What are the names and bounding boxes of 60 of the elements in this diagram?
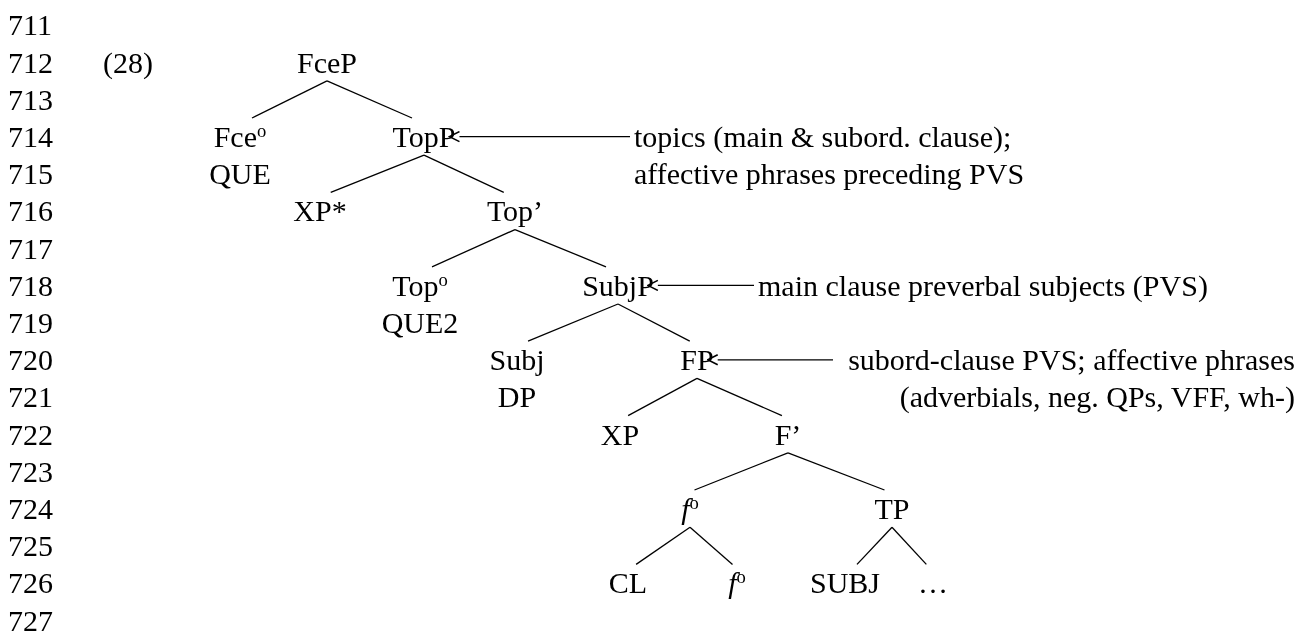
annotation-text: main clause preverbal subjects (PVS) xyxy=(758,267,1209,304)
tree-branch xyxy=(693,452,789,491)
line-number: 719 xyxy=(8,305,53,341)
tree-node-label: Fce$^{o}$ xyxy=(212,118,268,155)
tree-branch xyxy=(787,452,886,491)
tree-branch xyxy=(527,303,619,342)
line-number: 720 xyxy=(8,342,53,379)
tree-node-label: SUBJ xyxy=(810,565,880,602)
tree-branch xyxy=(627,377,698,417)
lexical-item: DP xyxy=(496,379,538,416)
lexical-item: QUE xyxy=(209,156,271,193)
tree-node-label: Top’ xyxy=(486,193,544,230)
tree-node-label: FceP xyxy=(297,44,357,81)
arrow xyxy=(706,354,834,366)
line-number: 722 xyxy=(8,416,53,453)
tree-branch xyxy=(514,228,607,268)
tree-node-label: SubjP xyxy=(582,267,654,304)
tree-branch xyxy=(696,377,783,417)
tree-branch xyxy=(423,154,505,194)
line-number: 721 xyxy=(8,379,53,416)
tree-branch xyxy=(891,526,927,566)
line-number: 717 xyxy=(8,230,53,267)
line-number: 726 xyxy=(8,565,53,602)
annotation-text: subord-clause PVS; affective phrases (adverbials, neg. QPs, VFF, wh-) xyxy=(847,342,1295,416)
arrow xyxy=(448,130,631,143)
line-number: 711 xyxy=(8,7,52,44)
tree-branch xyxy=(689,526,734,566)
line-number: 715 xyxy=(8,156,53,193)
annotation-text: topics (main & subord. clause); affective phrases preceding PVS xyxy=(634,119,1026,193)
line-number: 725 xyxy=(8,528,53,565)
tree-branch xyxy=(856,526,893,566)
tree-node-label: XP xyxy=(600,416,640,453)
tree-node-label: TopP xyxy=(392,119,456,155)
tree-branch xyxy=(326,80,413,119)
line-number: 723 xyxy=(8,453,53,490)
example-number: (28) xyxy=(103,44,153,81)
line-number: 718 xyxy=(8,267,53,304)
line-number: 713 xyxy=(8,81,53,118)
tree-node-label: TP xyxy=(874,491,910,527)
lexical-item: QUE2 xyxy=(381,305,459,341)
arrow xyxy=(647,279,755,292)
tree-node-label: XP* xyxy=(293,193,347,230)
tree-node-label: Subj xyxy=(489,342,545,379)
line-number: 712 xyxy=(8,44,53,81)
tree-node-label: … xyxy=(918,565,948,602)
tree-node-label: CL xyxy=(608,565,648,602)
tree-branch xyxy=(251,80,328,119)
tree-branch xyxy=(431,228,516,268)
tree-branch xyxy=(617,303,691,342)
line-number: 727 xyxy=(8,602,53,631)
line-number: 716 xyxy=(8,193,53,230)
tree-branch xyxy=(330,154,425,194)
tree-node-label: f$^{o}$ xyxy=(728,565,746,602)
tree-node-label: Top$^{o}$ xyxy=(391,267,449,304)
tree-branch xyxy=(635,526,691,566)
line-number: 714 xyxy=(8,119,53,155)
tree-node-label: FP xyxy=(680,342,714,379)
tree-node-label: F’ xyxy=(774,416,802,453)
line-number: 724 xyxy=(8,491,53,527)
tree-node-label: f$^{o}$ xyxy=(681,490,699,527)
